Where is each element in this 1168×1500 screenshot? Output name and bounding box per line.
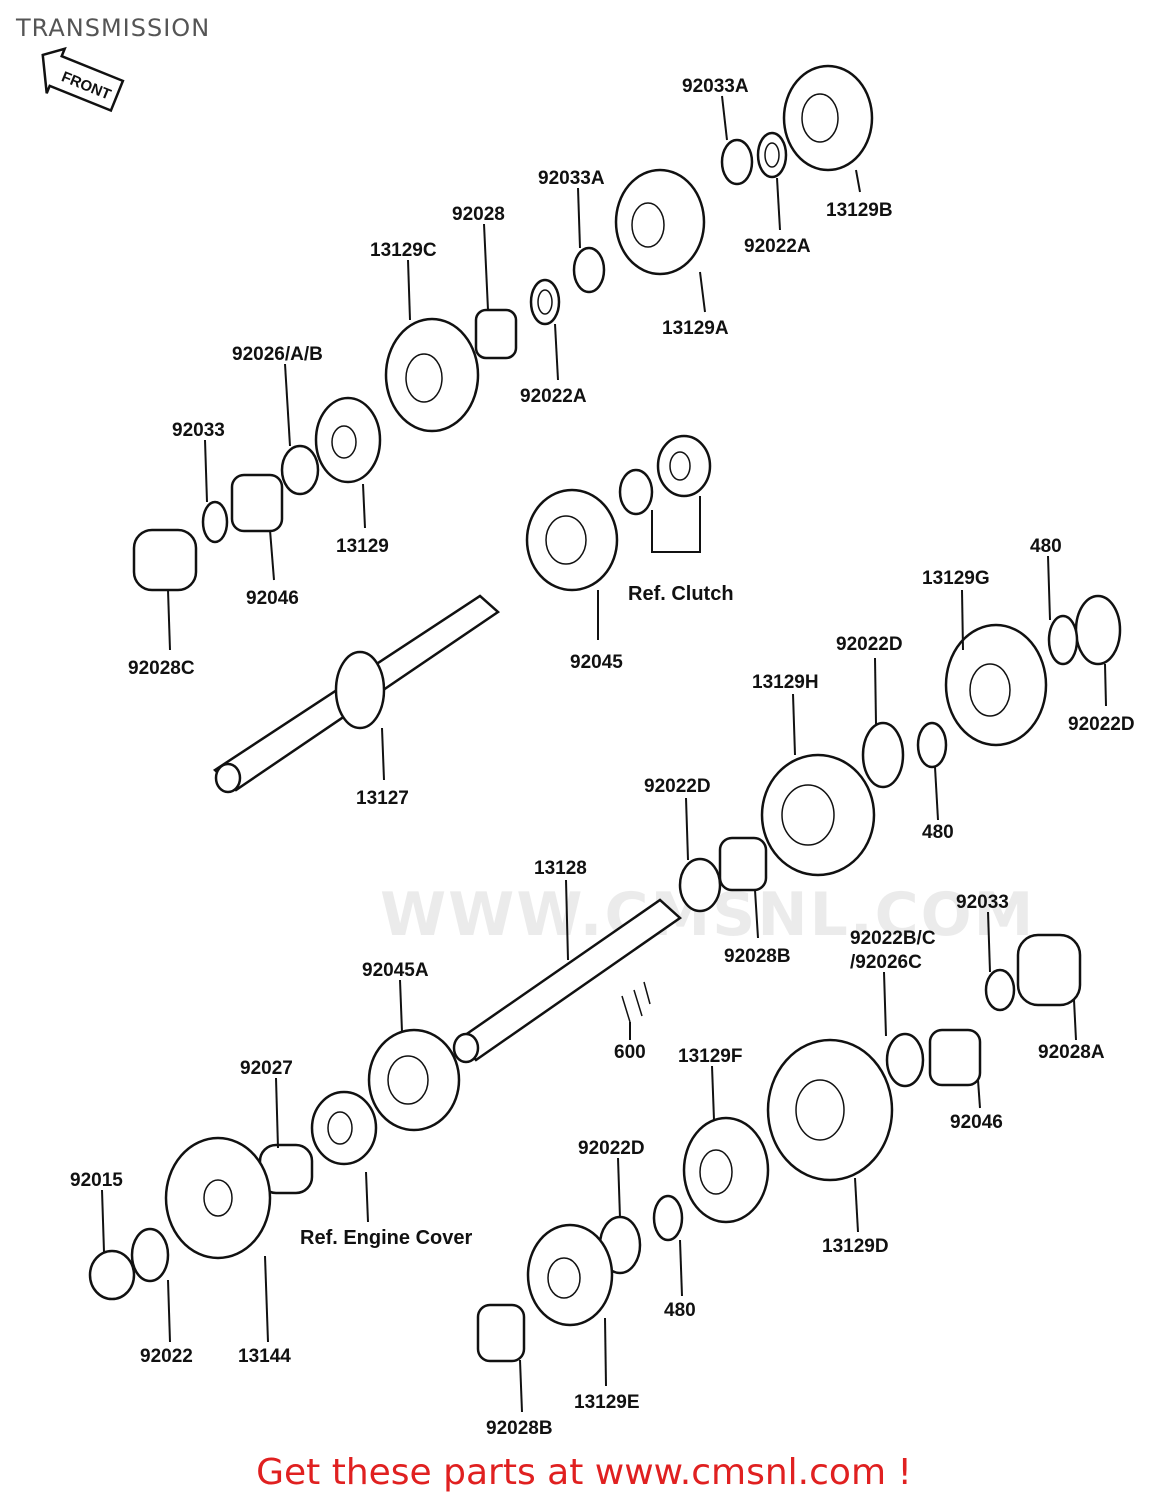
part-92022D-washer-a[interactable] — [861, 721, 905, 789]
label-92022A-mid[interactable]: 92022A — [520, 386, 587, 407]
part-92046-needle-bearing-right[interactable] — [928, 1028, 982, 1087]
label-13129F[interactable]: 13129F — [678, 1046, 742, 1067]
label-13129B[interactable]: 13129B — [826, 200, 893, 221]
label-480-mid[interactable]: 480 — [922, 822, 954, 843]
part-clutch-nut[interactable] — [656, 434, 712, 498]
front-arrow: FRONT — [41, 46, 125, 113]
part-92022A-washer-mid[interactable] — [529, 278, 561, 326]
part-480-circlip-mid[interactable] — [916, 721, 948, 769]
label-600[interactable]: 600 — [614, 1042, 646, 1063]
label-92028A[interactable]: 92028A — [1038, 1042, 1105, 1063]
part-13129D-gear[interactable] — [766, 1038, 894, 1182]
part-engine-cover-seal[interactable] — [310, 1090, 378, 1166]
part-92022D-washer-b[interactable] — [678, 857, 722, 913]
label-92033[interactable]: 92033 — [172, 420, 225, 441]
part-92028A-cap[interactable] — [1016, 933, 1082, 1007]
label-92046[interactable]: 92046 — [246, 588, 299, 609]
label-92022A-top[interactable]: 92022A — [744, 236, 811, 257]
part-92033-circlip-right[interactable] — [984, 968, 1016, 1012]
part-480-circlip-bot[interactable] — [652, 1194, 684, 1242]
label-13144[interactable]: 13144 — [238, 1346, 291, 1367]
label-13129H[interactable]: 13129H — [752, 672, 819, 693]
part-13129A-gear[interactable] — [614, 168, 706, 276]
part-92028B-bushing-top[interactable] — [718, 836, 768, 892]
label-13128[interactable]: 13128 — [534, 858, 587, 879]
label-92026AB[interactable]: 92026/A/B — [232, 344, 323, 365]
part-92022-washer[interactable] — [130, 1227, 170, 1283]
label-92022BC[interactable]: 92022B/C — [850, 928, 936, 949]
part-13127-input-shaft[interactable] — [212, 594, 501, 794]
label-92045[interactable]: 92045 — [570, 652, 623, 673]
part-13129E-gear[interactable] — [526, 1223, 614, 1327]
label-92028B-bot[interactable]: 92028B — [486, 1418, 553, 1439]
part-13129G-gear[interactable] — [944, 623, 1048, 747]
label-ref-clutch[interactable]: Ref. Clutch — [628, 583, 734, 605]
part-13129C-gear[interactable] — [384, 317, 480, 433]
part-92026AB-shim[interactable] — [280, 444, 320, 496]
label-13129G[interactable]: 13129G — [922, 568, 990, 589]
label-ref-engine-cover[interactable]: Ref. Engine Cover — [300, 1227, 472, 1249]
label-13129[interactable]: 13129 — [336, 536, 389, 557]
part-92045A-ball-bearing[interactable] — [367, 1028, 461, 1132]
part-92033-circlip[interactable] — [201, 500, 229, 544]
part-labels: 92033A 13129B 92022A 92033A 13129A 92028… — [70, 76, 1135, 1439]
part-600-pin[interactable] — [621, 981, 651, 1023]
label-92026C[interactable]: /92026C — [850, 952, 922, 973]
label-92022D-d[interactable]: 92022D — [578, 1138, 645, 1159]
part-92022A-washer-top[interactable] — [756, 131, 788, 179]
label-92022[interactable]: 92022 — [140, 1346, 193, 1367]
part-13129F-gear[interactable] — [682, 1116, 770, 1224]
label-92015[interactable]: 92015 — [70, 1170, 123, 1191]
label-92028B-top[interactable]: 92028B — [724, 946, 791, 967]
diagram-title: TRANSMISSION — [16, 14, 211, 42]
label-92022D-a[interactable]: 92022D — [836, 634, 903, 655]
label-480-bot[interactable]: 480 — [664, 1300, 696, 1321]
label-92046-r[interactable]: 92046 — [950, 1112, 1003, 1133]
label-13129C[interactable]: 13129C — [370, 240, 437, 261]
part-92015-nut[interactable] — [88, 1249, 136, 1301]
part-92033A-circlip-top[interactable] — [720, 138, 754, 186]
label-92033A-top[interactable]: 92033A — [682, 76, 749, 97]
label-92028[interactable]: 92028 — [452, 204, 505, 225]
part-92028-bushing[interactable] — [474, 308, 518, 360]
part-13129-gear[interactable] — [314, 396, 382, 484]
part-92022D-washer-right[interactable] — [1074, 594, 1122, 666]
label-13129E[interactable]: 13129E — [574, 1392, 640, 1413]
part-92045-ball-bearing[interactable] — [525, 488, 619, 592]
part-92028C-cap[interactable] — [132, 528, 198, 592]
part-13144-sprocket[interactable] — [164, 1136, 272, 1260]
label-13129D[interactable]: 13129D — [822, 1236, 889, 1257]
part-13129H-gear[interactable] — [760, 753, 876, 877]
part-92022BC-shim[interactable] — [885, 1032, 925, 1088]
label-92033A-mid[interactable]: 92033A — [538, 168, 605, 189]
label-92033-r[interactable]: 92033 — [956, 892, 1009, 913]
part-13128-output-shaft[interactable] — [452, 898, 683, 1064]
part-480-circlip-top[interactable] — [1047, 614, 1079, 666]
footer-promo-text[interactable]: Get these parts at www.cmsnl.com ! — [256, 1452, 912, 1493]
label-13127[interactable]: 13127 — [356, 788, 409, 809]
label-13129A[interactable]: 13129A — [662, 318, 729, 339]
label-92045A[interactable]: 92045A — [362, 960, 429, 981]
leader-lines — [101, 95, 1107, 1413]
part-92033A-circlip-mid[interactable] — [572, 246, 606, 294]
label-92027[interactable]: 92027 — [240, 1058, 293, 1079]
label-92028C[interactable]: 92028C — [128, 658, 195, 679]
label-480-top[interactable]: 480 — [1030, 536, 1062, 557]
part-clutch-washer[interactable] — [618, 468, 654, 516]
label-92022D-c[interactable]: 92022D — [644, 776, 711, 797]
label-92022D-b[interactable]: 92022D — [1068, 714, 1135, 735]
exploded-parts-diagram: FRONT — [41, 46, 1135, 1439]
part-92046-needle-bearing[interactable] — [230, 473, 284, 533]
part-13129B-gear[interactable] — [782, 64, 874, 172]
part-92028B-bushing-bot[interactable] — [476, 1303, 526, 1363]
